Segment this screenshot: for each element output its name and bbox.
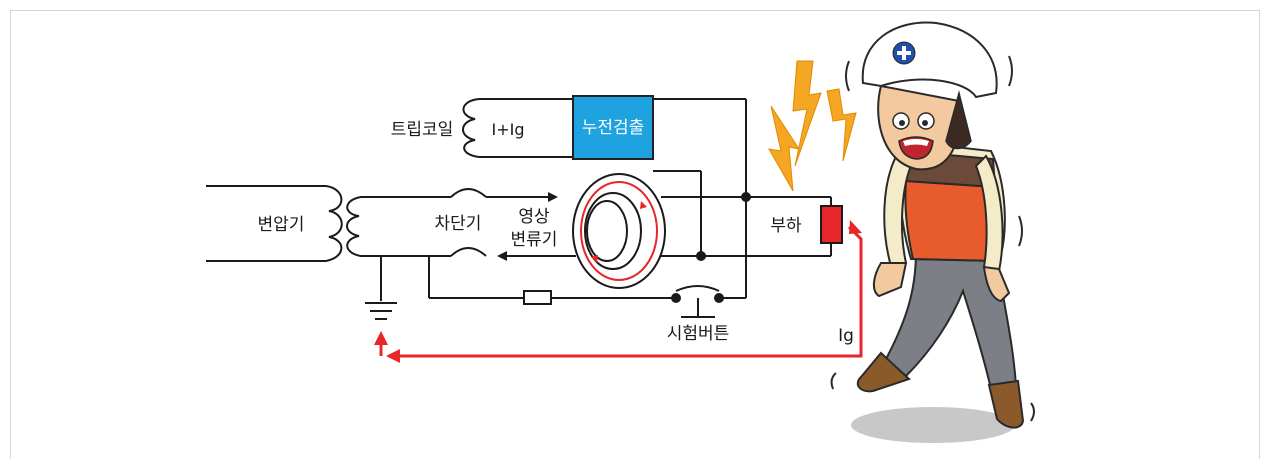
worker-shadow: [851, 407, 1015, 443]
worker-pants: [884, 249, 1018, 391]
leak-detector-box: [572, 95, 654, 160]
transformer-label: 변압기: [258, 215, 305, 235]
zct-ring: [572, 173, 666, 289]
ground-symbol: [365, 256, 397, 320]
leak-current-label: Ig: [838, 326, 854, 346]
circuit-diagram: 변압기 차단기 영상 변류기: [206, 21, 1035, 443]
breaker: [376, 188, 576, 261]
load-label: 부하: [770, 216, 802, 236]
junction-dots: [671, 192, 751, 303]
load-block: [820, 205, 843, 244]
zct-label-line2: 변류기: [511, 230, 558, 250]
trip-coil: [462, 98, 746, 158]
breaker-label: 차단기: [435, 214, 482, 234]
leak-detector-label: 누전검출: [582, 118, 645, 138]
shake-lines: [830, 55, 1035, 422]
zct-label-line1: 영상: [518, 207, 550, 227]
helmet-icon: [861, 21, 998, 99]
test-button-label: 시험버튼: [667, 324, 730, 344]
leak-arrow-head: [849, 220, 862, 234]
lightning-bolt-icon: [768, 60, 857, 192]
resistor: [523, 290, 552, 305]
shocked-worker-illustration: [830, 21, 1035, 443]
trip-current-label: I+Ig: [492, 120, 525, 139]
diagram-frame: 변압기 차단기 영상 변류기: [10, 10, 1260, 459]
trip-coil-label: 트립코일: [391, 120, 454, 140]
transformer: [206, 185, 376, 262]
